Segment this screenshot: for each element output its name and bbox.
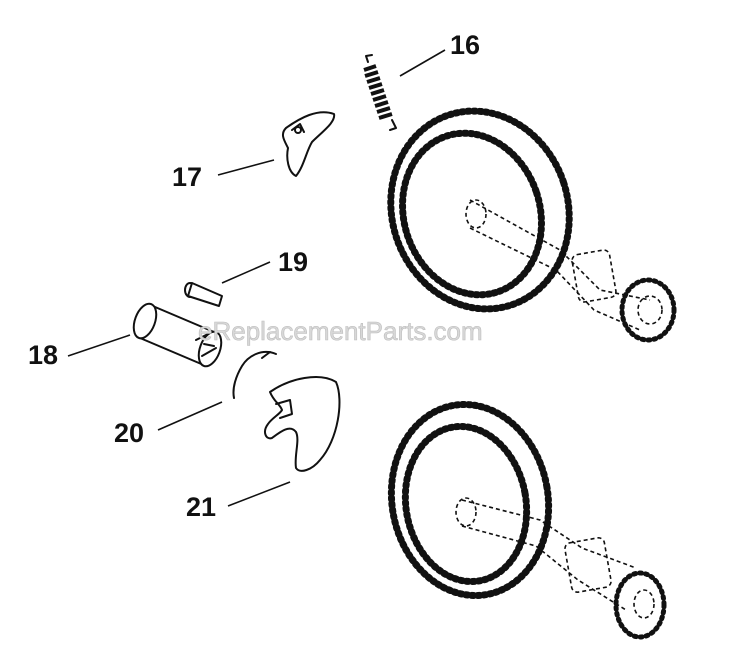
- leader-21: [227, 481, 291, 507]
- clip-part-20: [232, 350, 277, 399]
- plate-part-21: [264, 376, 341, 472]
- spool-part-18: [132, 302, 223, 368]
- watermark-text: eReplacementParts.com: [198, 316, 483, 346]
- upper-cam-gear: [387, 107, 677, 343]
- callout-20: 20: [114, 418, 144, 448]
- leader-19: [221, 261, 271, 284]
- leader-17: [217, 159, 275, 176]
- leader-16: [399, 49, 446, 77]
- callout-21: 21: [186, 492, 216, 522]
- leader-20: [157, 401, 223, 431]
- callout-17: 17: [172, 162, 202, 192]
- leader-lines: [67, 49, 446, 507]
- callout-19: 19: [278, 247, 308, 277]
- leader-18: [67, 334, 131, 357]
- callout-16: 16: [450, 30, 480, 60]
- pin-part-19: [184, 282, 223, 307]
- spring-part-16: [363, 54, 397, 131]
- lower-cam-gear: [387, 400, 667, 640]
- flyweight-part-17: [281, 111, 336, 177]
- callout-18: 18: [28, 340, 58, 370]
